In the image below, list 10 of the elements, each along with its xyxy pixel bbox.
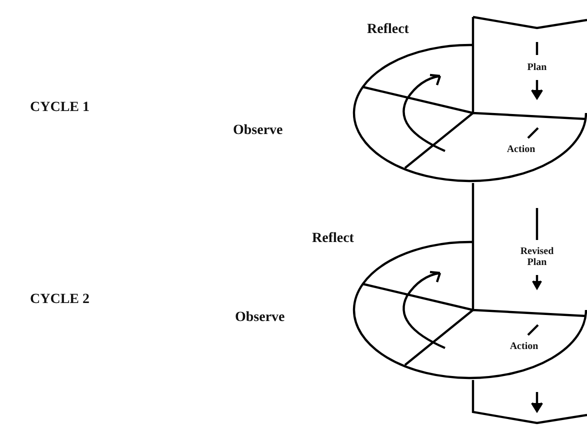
stage-label: Reflect [367,22,409,38]
stage-label: Plan [526,62,548,73]
stage-label: Observe [233,123,283,138]
stage-label: Reflect [312,231,354,246]
stage-label: Action [506,144,536,155]
cycle-label: CYCLE 2 [30,292,90,308]
stage-label: Revised Plan [519,246,555,268]
cycle-label: CYCLE 1 [30,100,90,116]
stage-label: Action [508,341,540,352]
stage-label: Observe [235,310,285,326]
